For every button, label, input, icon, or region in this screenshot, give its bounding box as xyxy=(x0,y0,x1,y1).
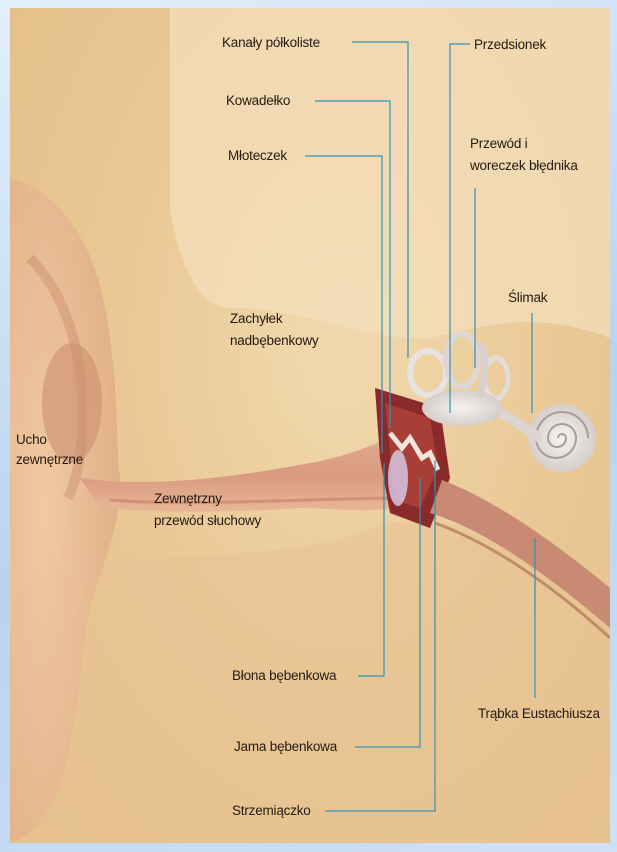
label-vestibule: Przedsionek xyxy=(474,36,546,54)
label-ear-canal-line2: przewód słuchowy xyxy=(154,512,261,530)
label-epitympanic-recess-line2: nadbębenkowy xyxy=(230,332,318,350)
ear-anatomy-illustration: Kanały półkoliste Przedsionek Kowadełko … xyxy=(10,8,610,843)
label-semicircular-canals: Kanały półkoliste xyxy=(222,34,320,52)
label-epitympanic-recess: Zachyłek nadbębenkowy xyxy=(230,310,318,350)
label-cochlea: Ślimak xyxy=(508,289,547,307)
label-ear-canal: Zewnętrzny przewód słuchowy xyxy=(154,490,261,530)
vestibule-shape xyxy=(422,390,502,426)
label-malleus: Młoteczek xyxy=(228,147,287,165)
label-incus: Kowadełko xyxy=(226,92,290,110)
label-stapes: Strzemiączko xyxy=(232,802,311,820)
label-endolymphatic-duct: Przewód i woreczek błędnika xyxy=(470,135,578,175)
semicircular-canal-1 xyxy=(410,351,446,395)
label-endolymphatic-duct-line1: Przewód i xyxy=(470,135,578,153)
label-endolymphatic-duct-line2: woreczek błędnika xyxy=(470,157,578,175)
eardrum-shape xyxy=(388,450,408,506)
label-eardrum: Błona bębenkowa xyxy=(232,667,336,685)
semicircular-canal-2 xyxy=(446,334,478,386)
label-tympanic-cavity: Jama bębenkowa xyxy=(234,738,337,756)
label-outer-ear: Ucho zewnętrzne xyxy=(16,431,83,469)
label-outer-ear-line1: Ucho xyxy=(16,431,83,449)
label-ear-canal-line1: Zewnętrzny xyxy=(154,490,261,508)
label-outer-ear-line2: zewnętrzne xyxy=(16,451,83,469)
label-eustachian-tube: Trąbka Eustachiusza xyxy=(478,705,600,723)
label-epitympanic-recess-line1: Zachyłek xyxy=(230,310,318,328)
